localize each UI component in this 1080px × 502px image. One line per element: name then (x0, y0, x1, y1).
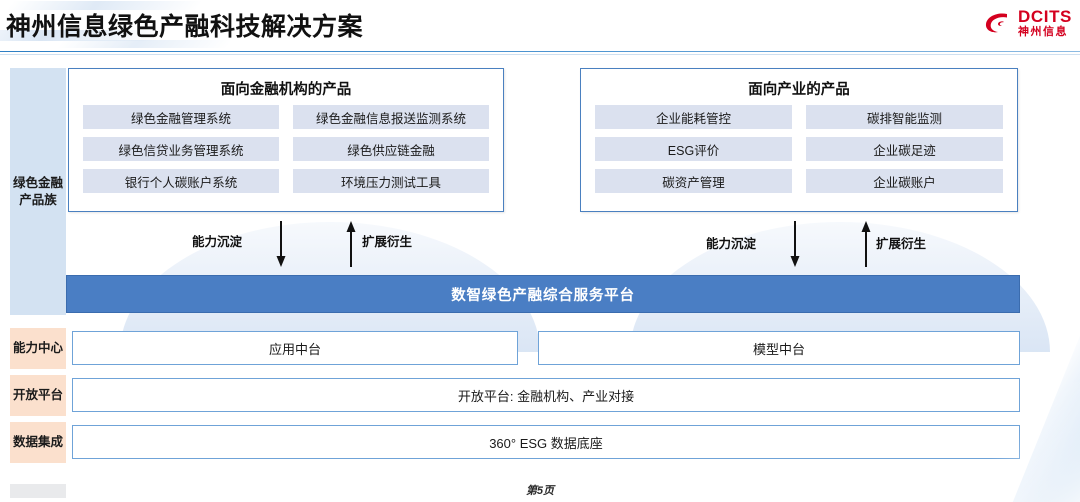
panel-tile-grid: 绿色金融管理系统 绿色金融信息报送监测系统 绿色信贷业务管理系统 绿色供应链金融… (83, 105, 489, 193)
sidebar-item-label: 绿色金融产品族 (12, 176, 63, 207)
page-title: 神州信息绿色产融科技解决方案 (6, 13, 364, 41)
flow-label-capability-precipitation: 能力沉淀 (192, 235, 243, 249)
sidebar-item-label: 能力中心 (12, 341, 63, 356)
arrow-up-icon (346, 221, 356, 267)
panel-title: 面向产业的产品 (748, 82, 850, 98)
data-integration-row[interactable]: 360° ESG 数据底座 (72, 425, 1020, 459)
product-tile[interactable]: 绿色信贷业务管理系统 (83, 137, 279, 161)
row-label: 开放平台: 金融机构、产业对接 (457, 388, 635, 404)
arrow-down-icon (276, 221, 286, 267)
product-tile[interactable]: 企业碳足迹 (806, 137, 1003, 161)
brand-logo: DCITS 神州信息 (983, 8, 1072, 38)
logo-text-en: DCITS (1018, 7, 1072, 26)
product-tile[interactable]: 碳排智能监测 (806, 105, 1003, 129)
product-tile[interactable]: ESG评价 (595, 137, 792, 161)
open-platform-row[interactable]: 开放平台: 金融机构、产业对接 (72, 378, 1020, 412)
platform-bar-label: 数智绿色产融综合服务平台 (451, 287, 635, 304)
sidebar-item-data-integration[interactable]: 数据集成 (10, 422, 66, 463)
logo-text-cn: 神州信息 (1018, 26, 1068, 38)
sidebar-item-green-finance-products[interactable]: 绿色金融产品族 (10, 68, 66, 315)
capability-center-application[interactable]: 应用中台 (72, 331, 518, 365)
panel-financial-institution-products: 面向金融机构的产品 绿色金融管理系统 绿色金融信息报送监测系统 绿色信贷业务管理… (68, 68, 504, 212)
header-divider (0, 51, 1080, 52)
panel-tile-grid: 企业能耗管控 碳排智能监测 ESG评价 企业碳足迹 碳资产管理 企业碳账户 (595, 105, 1003, 193)
row-label: 模型中台 (752, 341, 805, 357)
product-tile[interactable]: 企业碳账户 (806, 169, 1003, 193)
flow-label-expansion-derivation: 扩展衍生 (876, 237, 927, 251)
capability-center-model[interactable]: 模型中台 (538, 331, 1020, 365)
page-number: 第5页 (525, 485, 555, 497)
product-tile[interactable]: 绿色供应链金融 (293, 137, 489, 161)
platform-bar[interactable]: 数智绿色产融综合服务平台 (66, 275, 1020, 313)
panel-title: 面向金融机构的产品 (220, 82, 352, 98)
dcits-swoosh-icon (985, 13, 1007, 33)
product-tile[interactable]: 银行个人碳账户系统 (83, 169, 279, 193)
sidebar-item-label: 开放平台 (12, 388, 63, 403)
arrow-down-icon (790, 221, 800, 267)
flow-label-expansion-derivation: 扩展衍生 (362, 235, 413, 249)
row-label: 360° ESG 数据底座 (489, 435, 603, 451)
header-divider-soft (0, 54, 1080, 55)
slide-header: 神州信息绿色产融科技解决方案 DCITS 神州信息 (0, 0, 1080, 52)
flow-label-capability-precipitation: 能力沉淀 (706, 237, 757, 251)
sidebar-item-open-platform[interactable]: 开放平台 (10, 375, 66, 416)
arrow-up-icon (861, 221, 871, 267)
sidebar-item-label: 数据集成 (12, 435, 63, 450)
product-tile[interactable]: 企业能耗管控 (595, 105, 792, 129)
product-tile[interactable]: 绿色金融信息报送监测系统 (293, 105, 489, 129)
product-tile[interactable]: 绿色金融管理系统 (83, 105, 279, 129)
panel-industry-products: 面向产业的产品 企业能耗管控 碳排智能监测 ESG评价 企业碳足迹 碳资产管理 … (580, 68, 1018, 212)
row-label: 应用中台 (268, 341, 321, 357)
product-tile[interactable]: 环境压力测试工具 (293, 169, 489, 193)
product-tile[interactable]: 碳资产管理 (595, 169, 792, 193)
bottom-left-placeholder-block (10, 484, 66, 498)
sidebar-item-capability-center[interactable]: 能力中心 (10, 328, 66, 369)
